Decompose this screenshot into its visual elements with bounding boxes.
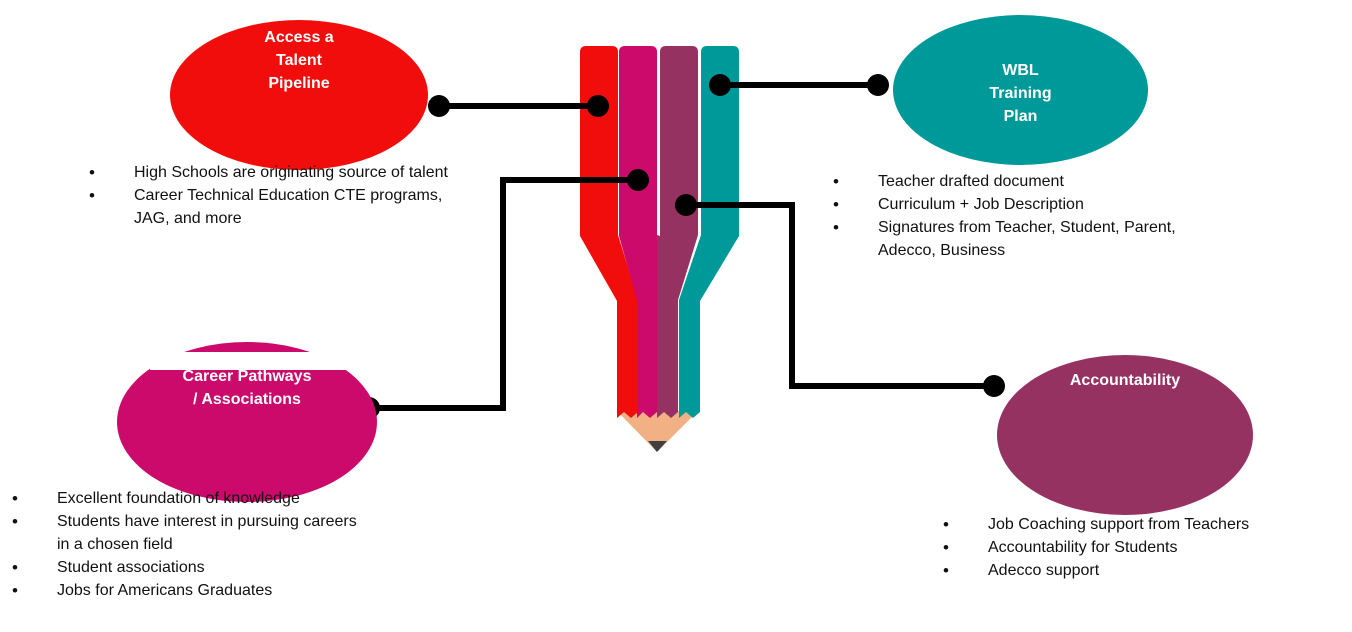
talent-pipeline-title: Access a Talent Pipeline: [264, 29, 334, 92]
dot-talent-pencil: [587, 95, 609, 117]
wbl-training-plan-ellipse: WBL Training Plan: [893, 15, 1148, 165]
list-item: Students have interest in pursuing caree…: [12, 510, 412, 556]
pencil-wood: [617, 411, 698, 452]
pencil-stripe-plum: [657, 46, 698, 418]
list-item: Teacher drafted document: [833, 170, 1233, 193]
list-item: Jobs for Americans Graduates: [12, 579, 412, 602]
dot-talent-ellipse: [428, 95, 450, 117]
list-item: Adecco support: [943, 559, 1348, 582]
talent-pipeline-ellipse: Access a Talent Pipeline: [170, 20, 428, 170]
pencil-stripe-magenta: [619, 46, 657, 418]
list-item: Student associations: [12, 556, 412, 579]
pencil-tip: [648, 441, 667, 452]
accountability-bullets: Job Coaching support from Teachers Accou…: [943, 513, 1348, 582]
pencil-stripe-teal: [679, 46, 739, 418]
accountability-ellipse: Accountability: [997, 355, 1253, 515]
connector-accountability: [683, 202, 997, 389]
wbl-training-plan-bullets: Teacher drafted document Curriculum + Jo…: [833, 170, 1233, 262]
career-pathways-title-line2: / Associations: [193, 391, 301, 408]
wbl-training-plan-title: WBL Training Plan: [989, 61, 1052, 125]
accountability-title: Accountability: [1069, 372, 1181, 389]
talent-pipeline-bullets: High Schools are originating source of t…: [89, 161, 489, 230]
pencil-icon: [580, 46, 739, 452]
pencil-stripe-red: [580, 46, 638, 418]
dot-accountability-ellipse: [983, 375, 1005, 397]
list-item: Job Coaching support from Teachers: [943, 513, 1348, 536]
list-item: High Schools are originating source of t…: [89, 161, 489, 184]
dot-wbl-pencil: [709, 74, 731, 96]
connectors: [366, 82, 997, 411]
dot-wbl-ellipse: [867, 74, 889, 96]
list-item: Excellent foundation of knowledge: [12, 487, 412, 510]
connector-career-pathways: [366, 177, 641, 411]
dot-accountability-pencil: [675, 194, 697, 216]
list-item: Signatures from Teacher, Student, Parent…: [833, 216, 1233, 262]
career-pathways-bullets: Excellent foundation of knowledge Studen…: [12, 487, 412, 602]
list-item: Career Technical Education CTE programs,…: [89, 184, 489, 230]
career-pathways-clip-overlay: [150, 352, 350, 370]
dot-career-pencil: [627, 169, 649, 191]
career-pathways-title: Career Pathways / Associations: [117, 365, 377, 411]
career-pathways-title-line1: Career Pathways: [182, 368, 312, 385]
list-item: Curriculum + Job Description: [833, 193, 1233, 216]
list-item: Accountability for Students: [943, 536, 1348, 559]
